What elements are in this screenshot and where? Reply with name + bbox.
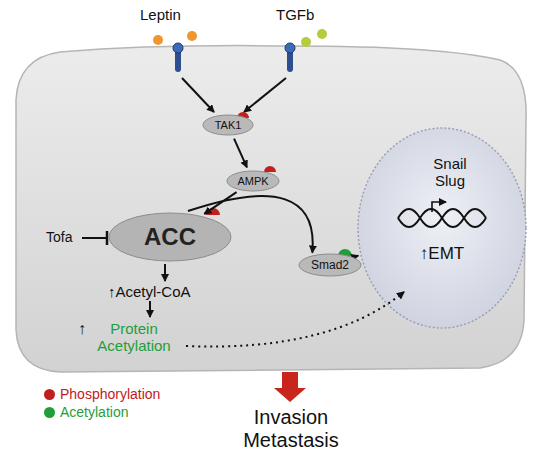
protein-name: ACC — [144, 223, 196, 251]
output-arrow — [274, 372, 306, 402]
dotted-arrow — [186, 292, 404, 347]
leptin-ligand — [187, 31, 197, 41]
signal-arrow — [244, 78, 286, 112]
protein-ellipse: AMPK — [226, 170, 280, 192]
transcription-arrow — [432, 202, 446, 212]
gene-names: Snail Slug — [420, 156, 480, 189]
tgfb-ligand — [317, 29, 327, 39]
leptin-receptor — [173, 43, 183, 72]
inhibition-line — [82, 237, 106, 239]
tgfb-ligand — [301, 37, 311, 47]
protein-ellipse: Smad2 — [298, 253, 362, 277]
legend-swatch — [44, 407, 55, 418]
ellipse — [109, 213, 231, 261]
ellipse — [203, 115, 253, 135]
protein-name: TAK1 — [215, 119, 242, 131]
ligand-label: TGFb — [276, 6, 314, 23]
legend-text: Phosphorylation — [60, 386, 160, 402]
pathway-label: Protein Acetylation — [88, 320, 180, 355]
leptin-ligand — [153, 35, 163, 45]
protein-ellipse: ACC — [108, 212, 232, 262]
tgfb-receptor — [285, 43, 295, 72]
nucleus-shape — [358, 128, 526, 328]
process-label: ↑EMT — [358, 244, 526, 264]
nucleus: Snail Slug ↑EMT — [358, 128, 526, 328]
signal-arrow — [182, 78, 214, 112]
connector-arrow — [234, 139, 247, 168]
ligand-label: Leptin — [140, 6, 181, 23]
pathway-label: ↑Acetyl-CoA — [108, 283, 191, 300]
protein-name: AMPK — [237, 175, 268, 187]
protein-name: Smad2 — [311, 258, 349, 272]
pathway-arrow — [149, 301, 151, 317]
dna-helix — [398, 209, 486, 227]
pathway-label: Tofa — [46, 229, 72, 245]
inhibition-bar — [106, 231, 109, 245]
pathway-label: ↑ — [78, 320, 86, 338]
connector-arrow — [357, 255, 358, 257]
connector-arrow — [204, 192, 236, 214]
ellipse — [227, 171, 279, 191]
pathway-arrow — [164, 264, 166, 281]
legend-text: Acetylation — [60, 404, 128, 420]
legend-swatch — [44, 389, 55, 400]
phospho-mark — [264, 166, 276, 172]
protein-ellipse: TAK1 — [202, 114, 254, 136]
cell-membrane — [16, 46, 526, 372]
outcome-label: Invasion Metastasis — [226, 406, 356, 452]
ellipse — [299, 254, 361, 276]
